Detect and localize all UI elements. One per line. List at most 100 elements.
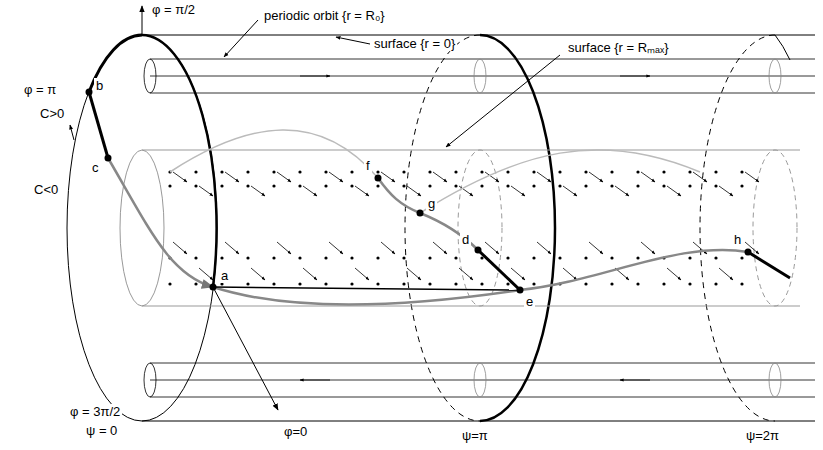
point (745, 249, 752, 256)
inner-surface (120, 150, 800, 306)
field-arrow (251, 268, 265, 280)
field-dot (246, 170, 249, 173)
field-arrow (667, 186, 681, 196)
field-dot (714, 170, 717, 173)
point (517, 287, 524, 294)
leader-line (224, 20, 258, 57)
thick-arc (89, 35, 142, 92)
field-dot (610, 170, 613, 173)
field-arrow (199, 186, 213, 196)
field-dot (688, 170, 691, 173)
tube-ring (769, 59, 781, 93)
field-dot (324, 282, 327, 285)
axes-and-leaders (70, 6, 560, 410)
figure-label: ψ=π (460, 428, 490, 443)
field-arrow (589, 242, 603, 254)
thick-segment (213, 287, 520, 290)
field-dot (662, 282, 665, 285)
field-dot (376, 184, 379, 187)
field-dot (610, 282, 613, 285)
tube-ring (474, 59, 486, 93)
orbit-arrow (620, 380, 650, 381)
orbit-arrow (300, 380, 330, 381)
field-arrow (433, 242, 447, 254)
figure-label: φ = π (22, 82, 58, 97)
field-dot (532, 170, 535, 173)
field-dot (506, 170, 509, 173)
field-arrow (355, 186, 369, 196)
field-arrow (277, 172, 291, 182)
field-dot (662, 184, 665, 187)
field-dot (194, 170, 197, 173)
field-arrow (719, 268, 733, 280)
figure-label: φ = π/2 (150, 2, 197, 17)
field-dot (220, 170, 223, 173)
field-arrow (563, 268, 577, 280)
field-arrow (537, 242, 551, 254)
trajectory-curve (378, 178, 478, 250)
field-dot (532, 282, 535, 285)
figure-label: φ=0 (282, 424, 309, 439)
field-dot (740, 170, 743, 173)
point (417, 210, 424, 217)
field-arrow (407, 268, 421, 280)
field-arrow (407, 186, 421, 196)
field-dot (480, 170, 483, 173)
field-dot (532, 184, 535, 187)
field-dot (350, 256, 353, 259)
field-arrow (381, 172, 395, 182)
tube-line (150, 59, 815, 60)
field-arrow (303, 186, 317, 196)
tube-line (150, 93, 815, 94)
field-arrow (459, 186, 473, 196)
field-dot (740, 184, 743, 187)
figure-label: f (364, 158, 372, 173)
field-dot (298, 282, 301, 285)
field-arrow (303, 268, 317, 280)
trajectories (89, 92, 790, 305)
points (86, 89, 752, 294)
tube-line (150, 363, 815, 364)
field-dot (272, 184, 275, 187)
field-dot (428, 170, 431, 173)
field-dot (584, 184, 587, 187)
field-dot (428, 282, 431, 285)
figure-label: ψ = 0 (84, 423, 119, 438)
field-dot (506, 256, 509, 259)
field-dot (532, 256, 535, 259)
field-arrow (589, 172, 603, 182)
trajectory-curve (213, 287, 520, 305)
field-dot (506, 282, 509, 285)
orbit-arrow (300, 76, 330, 77)
figure-label: b (94, 78, 105, 93)
field-dot (636, 184, 639, 187)
field-dot (194, 184, 197, 187)
field-arrow (641, 172, 655, 182)
inner-section (753, 150, 797, 306)
leader-line (336, 37, 370, 44)
field-arrow (199, 268, 213, 280)
field-arrow (225, 242, 239, 254)
helper-curve (420, 150, 700, 213)
orbit-line (150, 76, 815, 77)
field-dot (662, 170, 665, 173)
field-dot (402, 170, 405, 173)
point (105, 155, 112, 162)
figure-label: ψ=2π (744, 428, 781, 443)
field-arrow (277, 242, 291, 254)
field-dot (194, 256, 197, 259)
field-dot (194, 282, 197, 285)
field-arrow (485, 242, 499, 254)
figure-label: a (219, 268, 230, 283)
figure-label: c (90, 160, 101, 175)
point (375, 175, 382, 182)
inner-section (120, 150, 164, 306)
field-dot (558, 184, 561, 187)
field-dot (220, 184, 223, 187)
field-arrow (511, 268, 525, 280)
field-arrow (511, 186, 525, 196)
tube-line (150, 397, 815, 398)
field-arrow (381, 242, 395, 254)
axis-arrow (142, 6, 143, 35)
